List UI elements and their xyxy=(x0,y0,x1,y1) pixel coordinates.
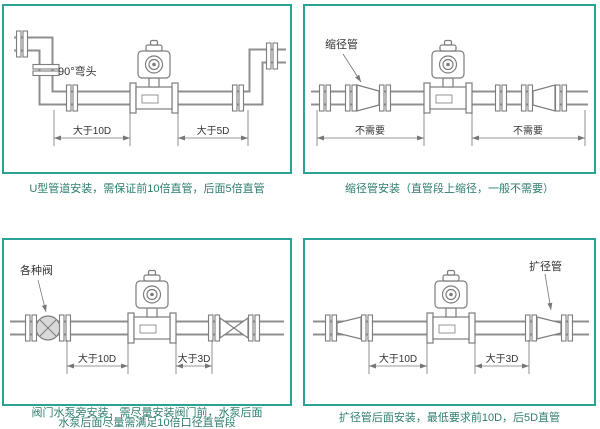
dimension-right: 大于5D xyxy=(177,110,249,146)
dimension-right: 大于3D xyxy=(175,340,213,374)
dimension-left: 不需要 xyxy=(316,110,425,146)
valve-icon xyxy=(219,316,249,340)
reducer-icon xyxy=(356,84,380,112)
leader-arrow xyxy=(547,302,553,310)
caption-u-type: U型管道安装，需保证前10倍直管，后面5倍直管 xyxy=(29,183,265,195)
u-type-diagram: 90°弯头 大于10D 大于5D xyxy=(14,30,286,146)
flowmeter-icon xyxy=(129,39,179,114)
expander-diagram: 扩径管 大于10D 大于3D xyxy=(313,259,589,374)
expander-icon xyxy=(336,316,362,340)
svg-text:大于3D: 大于3D xyxy=(486,352,519,365)
panel-reducer: 缩径管 不需要 不需要 xyxy=(303,4,596,174)
panel-valve: 各种阀 大于10D 大于3D xyxy=(2,238,292,406)
leader-arrow xyxy=(355,74,361,82)
reducer-diagram: 缩径管 不需要 不需要 xyxy=(311,37,588,146)
dimension-left: 大于10D xyxy=(368,340,428,374)
svg-text:不需要: 不需要 xyxy=(513,125,543,137)
expander-label: 扩径管 xyxy=(529,259,562,273)
dimension-left: 大于10D xyxy=(66,340,129,374)
caption-valve-line2: 水泵后面尽量需满足10倍口径直管段 xyxy=(58,417,236,429)
svg-text:大于5D: 大于5D xyxy=(197,124,230,137)
panel-expander: 扩径管 大于10D 大于3D xyxy=(303,238,596,406)
svg-text:大于10D: 大于10D xyxy=(379,352,417,365)
svg-text:不需要: 不需要 xyxy=(355,125,385,137)
svg-text:大于10D: 大于10D xyxy=(73,124,111,137)
reducer-label: 缩径管 xyxy=(325,37,358,51)
dimension-right: 大于3D xyxy=(474,340,530,374)
flowmeter-icon xyxy=(426,269,476,344)
caption-reducer: 缩径管安装（直管段上缩径，一般不需要） xyxy=(345,183,554,195)
svg-text:大于10D: 大于10D xyxy=(78,352,116,365)
flowmeter-icon xyxy=(127,269,177,344)
valve-icon xyxy=(35,315,61,341)
reducer-icon xyxy=(532,84,556,112)
expander-icon xyxy=(536,316,562,340)
caption-expander: 扩径管后面安装，最低要求前10D，后5D直管 xyxy=(338,412,561,424)
svg-text:大于3D: 大于3D xyxy=(178,352,211,365)
caption-valve-line1: 阀门水泵旁安装，需尽量安装阀门前，水泵后面 xyxy=(31,407,263,419)
elbow-label: 90°弯头 xyxy=(58,64,97,78)
valve-diagram: 各种阀 大于10D 大于3D xyxy=(10,263,284,374)
flowmeter-icon xyxy=(423,39,473,114)
caption-valve: 阀门水泵旁安装，需尽量安装阀门前，水泵后面 水泵后面尽量需满足10倍口径直管段 xyxy=(2,407,292,429)
valve-label: 各种阀 xyxy=(20,263,53,277)
leader-arrow xyxy=(41,304,47,312)
dimension-left: 大于10D xyxy=(53,110,131,146)
panel-u-type: 90°弯头 大于10D 大于5D xyxy=(2,4,292,174)
dimension-right: 不需要 xyxy=(471,110,586,146)
